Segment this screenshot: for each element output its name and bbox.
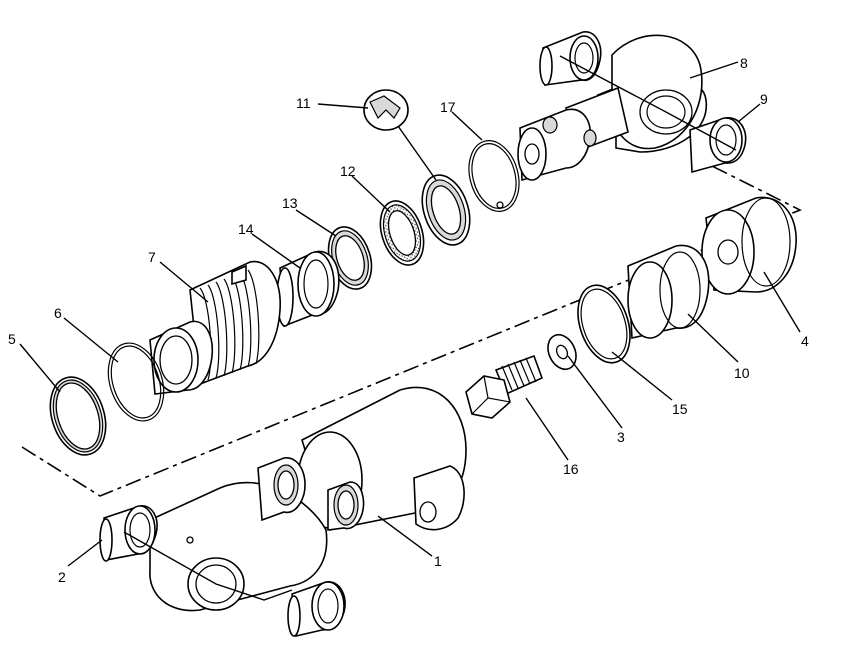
callout-6: 6 <box>54 305 62 321</box>
part-17-snap-ring <box>468 140 520 212</box>
callout-4: 4 <box>801 333 809 349</box>
callout-7: 7 <box>148 249 156 265</box>
part-9-bushing <box>689 117 747 174</box>
part-11-seal-detail <box>363 89 409 131</box>
callout-16: 16 <box>563 461 579 477</box>
part-16-bolt <box>465 354 544 419</box>
pin-alignment-line <box>123 531 293 601</box>
part-6-o-ring <box>107 342 165 422</box>
part-2-clevis-end <box>149 457 328 612</box>
part-12-wiper <box>379 200 425 266</box>
callout-5: 5 <box>8 331 16 347</box>
callout-1: 1 <box>434 553 442 569</box>
part-2-bushing-bottom <box>287 581 346 637</box>
part-5-backup-ring <box>49 376 107 456</box>
part-11-seal-ring <box>421 174 471 246</box>
part-1-cylinder <box>297 386 467 531</box>
part-7-head <box>149 260 281 395</box>
callout-10: 10 <box>734 365 750 381</box>
assembly-boundary-line <box>21 159 802 497</box>
callout-2: 2 <box>58 569 66 585</box>
callout-labels: 1 2 3 4 5 6 7 8 9 10 11 12 13 14 15 16 1… <box>8 55 809 585</box>
part-2-bushing-left <box>99 505 158 562</box>
part-14-bushing <box>276 250 340 328</box>
leader-lines <box>19 61 801 567</box>
part-4-piston <box>701 196 797 295</box>
part-8-upper-bushing <box>539 31 602 86</box>
callout-14: 14 <box>238 221 254 237</box>
callout-11: 11 <box>296 95 311 111</box>
callout-8: 8 <box>740 55 748 71</box>
callout-15: 15 <box>672 401 688 417</box>
callout-12: 12 <box>340 163 356 179</box>
callout-3: 3 <box>617 429 625 445</box>
callout-17: 17 <box>440 99 456 115</box>
part-15-seal-ring <box>577 284 631 364</box>
callout-13: 13 <box>282 195 298 211</box>
part-3-washer <box>547 333 577 371</box>
part-10-bushing <box>627 244 710 339</box>
callout-9: 9 <box>760 91 768 107</box>
pin-alignment-line-top <box>559 55 737 151</box>
rod-end-insert <box>517 108 597 182</box>
